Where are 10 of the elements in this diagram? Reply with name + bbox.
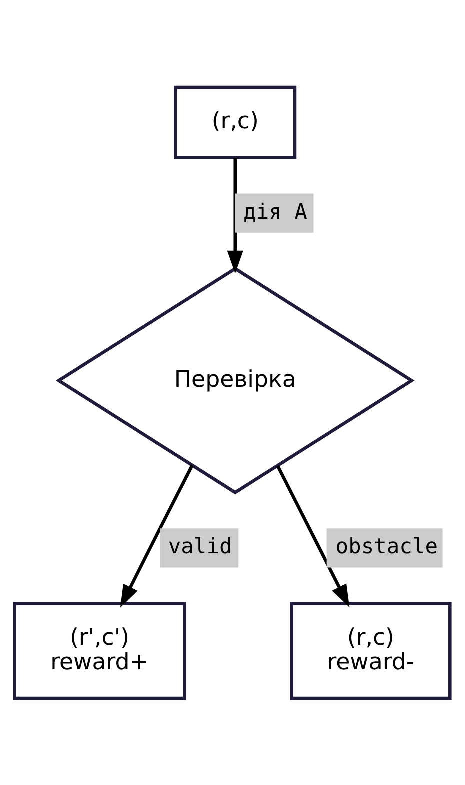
node-box: (r',c') reward+ (13, 602, 186, 700)
arrow (276, 464, 350, 608)
edge-label: obstacle (336, 534, 438, 560)
node-box: (r,c) reward- (290, 602, 452, 700)
arrow (120, 464, 194, 608)
node-box: (r,c) (174, 85, 297, 159)
edge-label: valid (168, 534, 232, 560)
arrow (227, 158, 244, 274)
edge-label: дія A (244, 199, 308, 224)
node-diamond: Перевірка (56, 266, 415, 494)
